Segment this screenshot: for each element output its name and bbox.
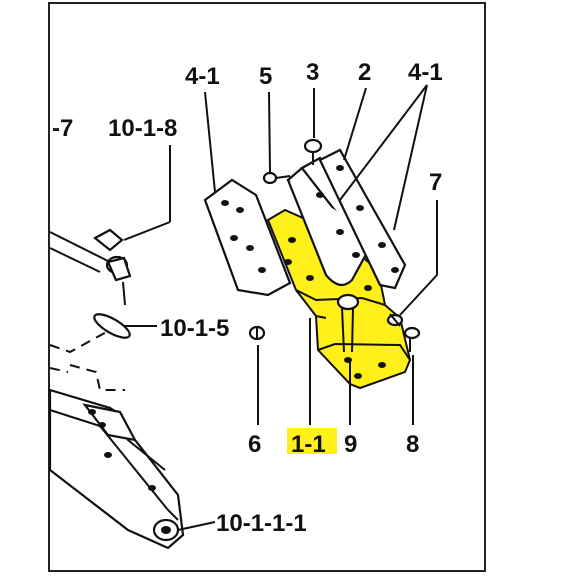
label-4-1-right: 4-1	[408, 59, 443, 86]
label-9: 9	[344, 431, 357, 458]
label-6: 6	[248, 431, 261, 458]
label-1-1: 1-1	[291, 431, 326, 458]
label-7-left: -7	[52, 115, 73, 142]
nut-part-6	[248, 325, 266, 341]
label-7-right: 7	[429, 169, 442, 196]
plate-4-1-right	[318, 148, 407, 290]
label-2: 2	[358, 59, 371, 86]
label-1-1-highlight	[287, 428, 337, 454]
label-10-1-5: 10-1-5	[160, 315, 229, 342]
leader-lines	[123, 84, 438, 531]
plate-4-1-left	[203, 178, 292, 297]
arm-part-10-1-1-1	[48, 388, 185, 550]
label-8: 8	[406, 431, 419, 458]
label-3: 3	[306, 59, 319, 86]
diagram-frame	[48, 2, 486, 572]
rod-assembly	[49, 228, 132, 391]
bolt-part-3	[303, 138, 323, 165]
screw-part-5	[262, 171, 291, 185]
label-5: 5	[259, 63, 272, 90]
label-4-1-left: 4-1	[185, 63, 220, 90]
nut-part-8	[403, 326, 421, 352]
bolt-part-7	[386, 313, 404, 327]
bolt-part-9	[336, 293, 360, 353]
label-10-1-1-1: 10-1-1-1	[216, 510, 307, 537]
label-10-1-8: 10-1-8	[108, 115, 177, 142]
